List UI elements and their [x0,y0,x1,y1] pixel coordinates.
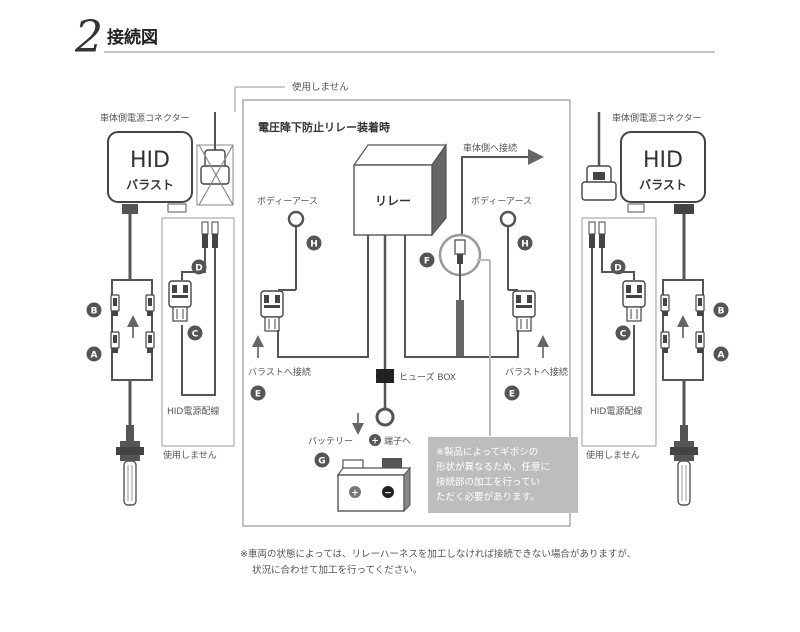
right-ballast-text: バラスト [639,178,687,192]
left-body-earth-label: ボディーアース [257,195,318,207]
relay-kit-frame [242,99,571,527]
battery-body-plus: + [351,489,359,499]
right-body-earth-label: ボディーアース [471,195,532,207]
note-line-1: ※製品によってギボシの [436,446,538,458]
right-hid-bulb [669,424,699,506]
battery-label: バッテリー [308,436,353,447]
right-hid-ballast [620,131,706,203]
marker-g: G [318,457,325,467]
marker-b-right: B [718,307,725,317]
left-vehicle-connector-label: 車体側電源コネクター [100,112,190,124]
marker-c-right: C [620,330,627,340]
relay-right-plug [512,290,536,332]
footnote-line-1: ※車両の状態によっては、リレーハーネスを加工しなければ接続できない場合があります… [240,548,636,560]
to-vehicle-label: 車体側へ接続 [463,142,517,154]
relay-unit [353,164,433,236]
right-hid-power-label: HID電源配線 [590,405,642,417]
footnote-line-2: 状況に合わせて加工を行ってください。 [252,564,422,576]
left-unused-label: 使用しません [163,449,217,461]
note-line-3: 接続部の加工を行ってい [436,476,540,488]
fuse-box [376,369,394,383]
relay-kit-title: 電圧降下防止リレー装着時 [258,120,390,134]
left-hid-power-harness-frame [161,217,235,447]
left-to-ballast-label: バラストへ接続 [248,366,311,378]
terminal-label: 端子へ [384,435,411,447]
marker-a-right: A [718,351,725,361]
battery-plus-terminal-icon [369,434,381,446]
right-hid-power-harness-frame [581,217,657,447]
section-title: 接続図 [107,27,158,48]
relay-left-plug [260,290,284,332]
left-ballast-text: バラスト [126,178,174,192]
battery-body-minus: − [384,489,392,499]
relay-label: リレー [375,194,411,208]
marker-e-left: E [255,390,261,400]
right-hid-text: HID [643,148,683,173]
left-hid-ballast [107,131,193,203]
marker-h-right: H [521,240,529,250]
marker-d-left: D [195,264,202,274]
fuse-box-label: ヒューズ BOX [399,371,456,383]
marker-f: F [424,257,430,267]
marker-b-left: B [91,307,98,317]
left-hid-text: HID [130,148,170,173]
right-unused-label: 使用しません [586,449,640,461]
section-number: 2 [74,12,103,63]
left-hid-power-label: HID電源配線 [167,405,219,417]
note-line-2: 形状が異なるため、任意に [436,461,550,473]
right-vehicle-connector-label: 車体側電源コネクター [612,112,702,124]
right-to-ballast-label: バラストへ接続 [505,366,568,378]
battery-icon [336,458,412,513]
note-box [428,437,578,513]
marker-e-right: E [509,390,515,400]
note-line-4: ただく必要があります。 [436,491,540,503]
left-hid-bulb [115,424,145,506]
marker-a-left: A [91,351,98,361]
unused-top-label: 使用しません [292,81,349,93]
marker-h-left: H [310,240,318,250]
marker-d-right: D [614,264,621,274]
battery-plus-symbol: + [371,437,379,447]
marker-c-left: C [192,330,199,340]
